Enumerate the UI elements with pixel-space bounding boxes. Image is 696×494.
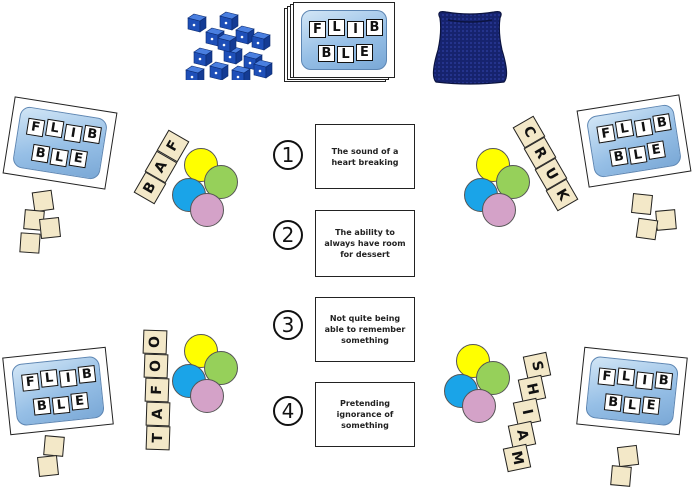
definition-number: 4 <box>273 396 303 426</box>
logo-letter: B <box>654 371 674 391</box>
die[interactable] <box>251 31 271 51</box>
definition-card[interactable]: Not quite being able to remember somethi… <box>315 297 415 362</box>
die[interactable] <box>253 59 273 79</box>
logo-letter: B <box>82 124 102 145</box>
definition-card[interactable]: The sound of a heart breaking <box>315 124 415 189</box>
vote-chips-top-right[interactable] <box>464 148 534 232</box>
blank-tile[interactable] <box>19 232 41 254</box>
die[interactable] <box>219 11 239 31</box>
logo-letter: I <box>635 371 654 391</box>
logo-letter: I <box>58 369 78 388</box>
die[interactable] <box>187 13 207 33</box>
logo-letter: B <box>32 396 52 416</box>
vote-chip-pink[interactable] <box>190 193 224 227</box>
vote-chips-bottom-right[interactable] <box>444 344 514 428</box>
definition-card[interactable]: The ability to always have room for dess… <box>315 210 415 277</box>
vote-chips-bottom-left[interactable] <box>172 334 242 418</box>
logo-letter: E <box>70 391 90 411</box>
blank-tile[interactable] <box>655 209 677 231</box>
logo-letter: I <box>63 123 83 144</box>
vote-chip-pink[interactable] <box>482 193 516 227</box>
logo-letter: B <box>77 365 97 384</box>
game-box-stack[interactable]: F L I B B L E <box>284 2 396 86</box>
logo-letter: L <box>39 369 59 388</box>
tile-bag[interactable] <box>426 6 514 86</box>
die[interactable] <box>209 61 229 80</box>
logo-letter: F <box>597 367 617 387</box>
logo-letter: L <box>616 367 636 387</box>
game-box-logo: F L I B B L E <box>293 2 395 78</box>
logo-letter: L <box>337 46 354 63</box>
player-logo-card-top-right: F L I B B L E <box>576 94 692 188</box>
die[interactable] <box>185 65 205 80</box>
logo-letter: L <box>628 145 648 165</box>
logo-letter: L <box>51 395 71 415</box>
logo-letter: B <box>30 143 51 164</box>
player-logo-card-bottom-left: F L I B B L E <box>2 346 114 436</box>
logo-letter: I <box>633 118 654 138</box>
logo-letter: B <box>366 19 383 36</box>
vote-chip-pink[interactable] <box>190 379 224 413</box>
definition-number: 1 <box>273 140 303 170</box>
logo-letter: E <box>68 148 89 169</box>
blank-tile[interactable] <box>610 465 632 487</box>
blank-tile[interactable] <box>39 217 61 239</box>
blank-tile[interactable] <box>31 189 55 213</box>
logo-letter: B <box>609 147 629 167</box>
player-logo-card-bottom-right: F L I B B L E <box>576 346 688 436</box>
blank-tile[interactable] <box>616 444 640 468</box>
blank-tile[interactable] <box>635 217 659 241</box>
letter-tile[interactable]: A <box>145 401 171 427</box>
logo-letter: E <box>641 396 661 415</box>
vote-chip-green[interactable] <box>476 361 510 395</box>
logo-letter: E <box>646 140 666 160</box>
logo-letter: I <box>347 21 364 38</box>
logo-letter: B <box>603 393 623 412</box>
dice-pile[interactable] <box>180 8 280 80</box>
die[interactable] <box>231 65 251 80</box>
logo-letter: F <box>596 124 616 144</box>
definition-number: 3 <box>273 310 303 340</box>
blank-tile[interactable] <box>37 455 59 477</box>
letter-tile[interactable]: M <box>502 443 532 473</box>
die[interactable] <box>217 33 237 53</box>
logo-letter: L <box>328 19 345 36</box>
logo-letter: L <box>49 147 69 168</box>
letter-tile[interactable]: O <box>143 353 169 379</box>
definition-card[interactable]: Pretending ignorance of something <box>315 382 415 447</box>
logo-letter: E <box>356 44 373 61</box>
logo-letter: F <box>25 117 46 138</box>
logo-letter: F <box>21 372 40 392</box>
logo-letter: L <box>614 119 635 139</box>
logo-letter: B <box>318 45 335 62</box>
logo-letter: L <box>622 396 642 415</box>
die[interactable] <box>193 47 213 67</box>
player-logo-card-top-left: F L I B B L E <box>2 96 118 190</box>
die[interactable] <box>223 45 243 65</box>
logo-letter: L <box>44 118 65 139</box>
vote-chip-pink[interactable] <box>462 389 496 423</box>
letter-tile[interactable]: O <box>142 329 168 355</box>
definition-number: 2 <box>273 220 303 250</box>
die[interactable] <box>235 25 255 45</box>
letter-tile[interactable]: F <box>144 377 170 403</box>
vote-chips-top-left[interactable] <box>172 148 242 232</box>
blank-tile[interactable] <box>43 435 65 457</box>
logo-letter: B <box>652 113 672 133</box>
logo-letter: F <box>309 21 326 38</box>
blank-tile[interactable] <box>631 193 653 215</box>
letter-tile[interactable]: T <box>145 425 171 451</box>
